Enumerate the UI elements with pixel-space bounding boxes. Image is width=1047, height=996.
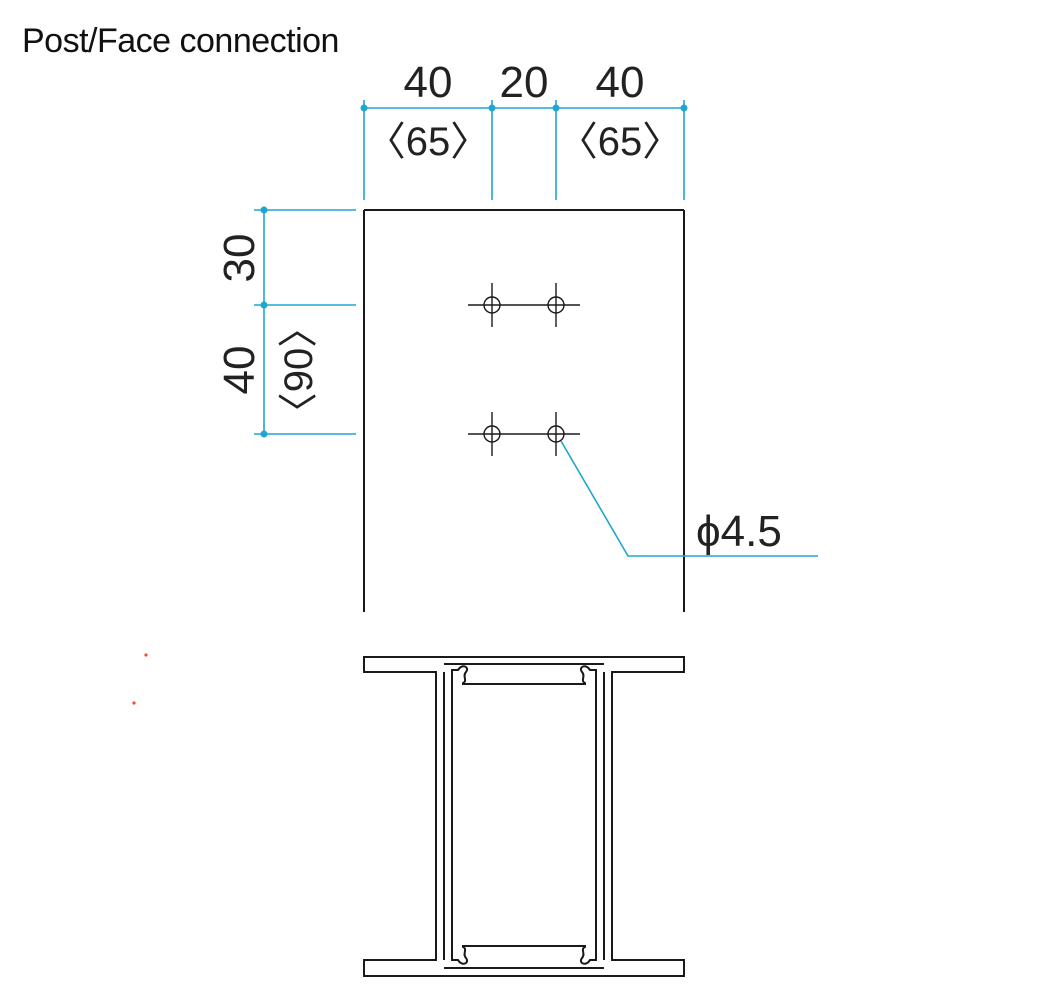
top-dim-2-main: 20 — [500, 58, 549, 107]
left-dim-1-main: 30 — [215, 234, 264, 283]
hole-leader — [560, 440, 818, 557]
hole-diameter-label: ϕ4.5 — [696, 507, 782, 556]
hole-2-circle — [547, 296, 565, 314]
top-dim-3-alt: 〈65〉 — [558, 120, 683, 164]
top-dim-dot-1 — [360, 104, 368, 112]
left-dim-dot-2 — [260, 301, 268, 309]
hole-leader-line — [560, 440, 818, 557]
top-dim-1-main: 40 — [404, 58, 453, 107]
hole-1 — [468, 283, 516, 327]
left-dim-dot-1 — [260, 206, 268, 214]
hole-3 — [468, 412, 516, 456]
cross-section — [363, 656, 685, 977]
marker-dot-1 — [144, 653, 148, 657]
left-dim-dot-3 — [260, 430, 268, 438]
top-dim-dot-2 — [488, 104, 496, 112]
top-dimension-chain — [363, 100, 685, 200]
hole-2 — [516, 283, 580, 327]
top-dim-dot-4 — [680, 104, 688, 112]
hole-3-circle — [483, 425, 501, 443]
face-view — [363, 209, 685, 612]
top-dim-3-main: 40 — [596, 58, 645, 107]
profile-outline — [363, 656, 685, 977]
left-dim-2-alt: 〈90〉 — [277, 308, 321, 433]
left-dimension-chain — [254, 209, 356, 435]
top-dim-dot-3 — [552, 104, 560, 112]
marker-dot-2 — [132, 701, 136, 705]
hole-4-circle — [547, 425, 565, 443]
diagram-title: Post/Face connection — [22, 22, 339, 60]
hole-pattern — [468, 283, 580, 456]
hole-4 — [516, 412, 580, 456]
top-dim-1-alt: 〈65〉 — [366, 120, 491, 164]
hole-1-circle — [483, 296, 501, 314]
profile-inner-cavity — [451, 665, 597, 965]
left-dim-2-main: 40 — [215, 346, 264, 395]
